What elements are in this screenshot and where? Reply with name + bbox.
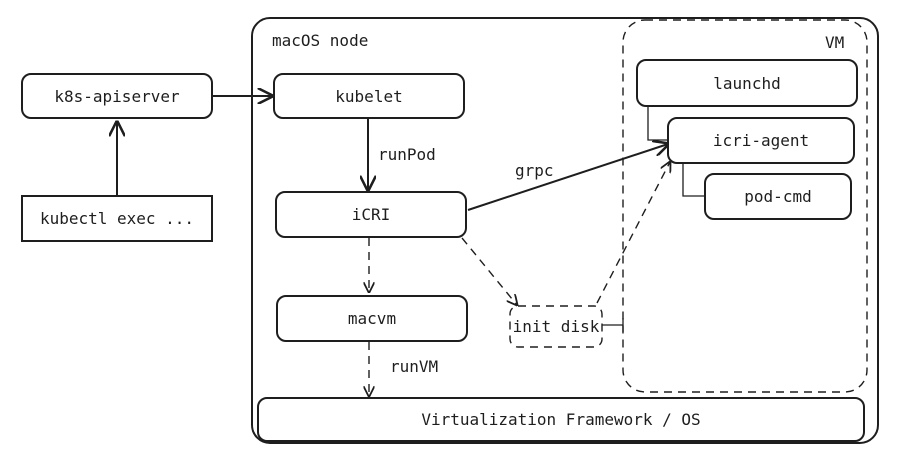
pod-cmd-label: pod-cmd — [744, 187, 811, 206]
k8s-apiserver-label: k8s-apiserver — [54, 87, 180, 106]
virtualization-framework-node: Virtualization Framework / OS — [257, 397, 865, 442]
k8s-apiserver-node: k8s-apiserver — [21, 73, 213, 119]
kubelet-label: kubelet — [335, 87, 402, 106]
run-vm-label: runVM — [390, 357, 438, 376]
kubectl-exec-label: kubectl exec ... — [40, 209, 194, 228]
vm-container: VM — [622, 19, 868, 393]
macvm-label: macvm — [348, 309, 396, 328]
virtualization-framework-label: Virtualization Framework / OS — [421, 410, 700, 429]
icri-to-agent-grpc-arrow — [467, 144, 668, 211]
grpc-label: grpc — [515, 161, 554, 180]
icri-label: iCRI — [352, 205, 391, 224]
icri-node: iCRI — [275, 191, 467, 238]
agent-to-podcmd-connector — [682, 163, 705, 197]
run-pod-label: runPod — [378, 145, 436, 164]
icri-agent-node: icri-agent — [667, 117, 855, 164]
init-disk-label: init disk — [513, 317, 600, 336]
kubelet-node: kubelet — [273, 73, 465, 119]
launchd-label: launchd — [713, 74, 780, 93]
vm-label: VM — [825, 33, 844, 52]
initdisk-to-agent-arrow — [596, 162, 670, 304]
icri-agent-label: icri-agent — [713, 131, 809, 150]
macvm-node: macvm — [276, 295, 468, 342]
macos-node-label: macOS node — [272, 31, 368, 50]
init-disk-node: init disk — [509, 305, 603, 348]
launchd-node: launchd — [636, 59, 858, 107]
icri-to-initdisk-arrow — [461, 237, 517, 305]
pod-cmd-node: pod-cmd — [704, 173, 852, 220]
kubectl-exec-node: kubectl exec ... — [21, 195, 213, 242]
